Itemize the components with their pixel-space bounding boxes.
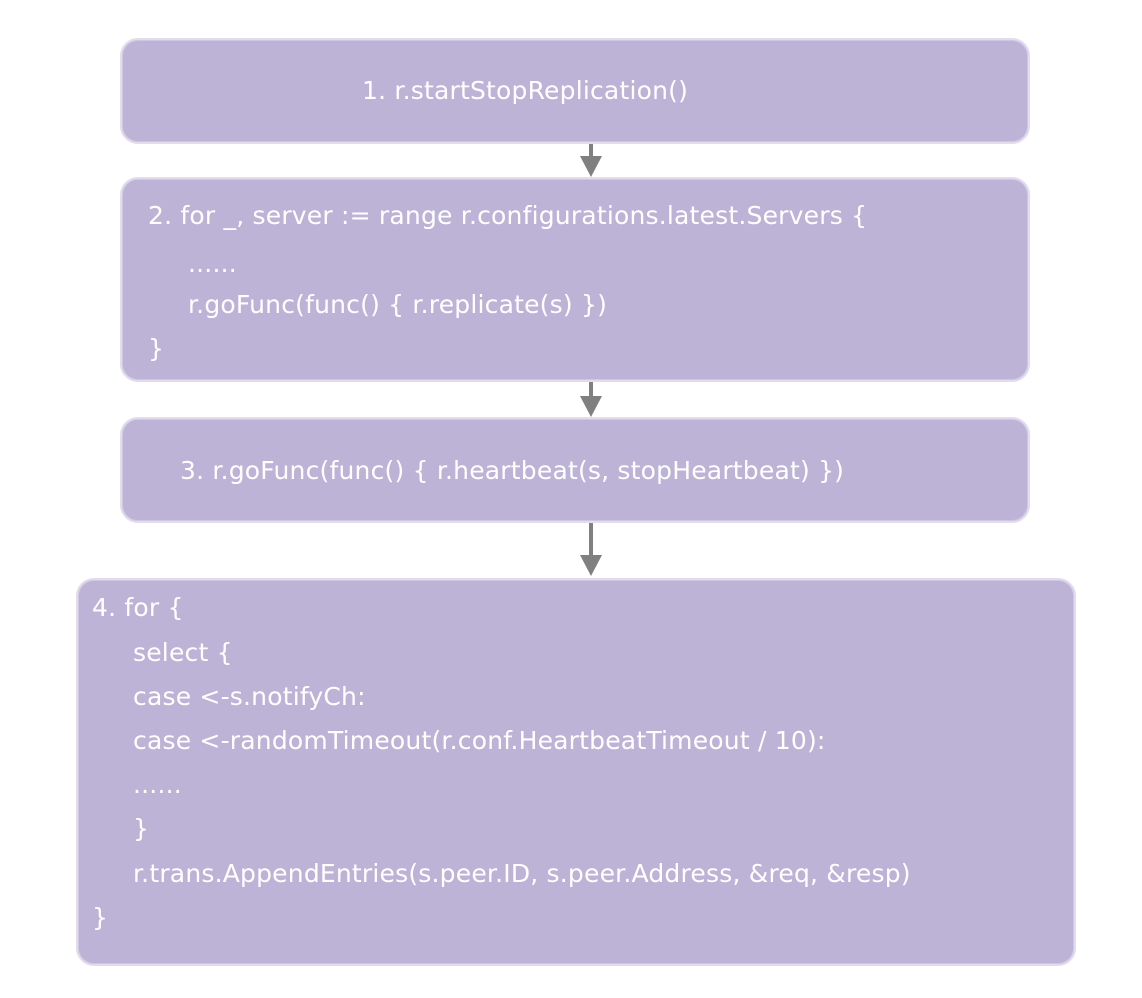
step-2-line-close: } (148, 334, 165, 363)
step-2-box: 2. for _, server := range r.configuratio… (120, 177, 1030, 382)
arrow-down-icon (580, 382, 602, 417)
step-2-line-ellipsis: ...... (188, 249, 237, 278)
step-4-line-ellipsis: ...... (133, 770, 182, 799)
step-2-line-gofunc: r.goFunc(func() { r.replicate(s) }) (188, 290, 608, 319)
arrow-down-icon (580, 523, 602, 576)
step-1-box: 1. r.startStopReplication() (120, 38, 1030, 144)
step-3-line: 3. r.goFunc(func() { r.heartbeat(s, stop… (180, 456, 845, 485)
step-4-box: 4. for { select { case <-s.notifyCh: cas… (76, 578, 1076, 966)
step-1-line: 1. r.startStopReplication() (362, 76, 689, 105)
step-4-line-case-timeout: case <-randomTimeout(r.conf.HeartbeatTim… (133, 726, 826, 755)
step-4-line-select: select { (133, 638, 233, 667)
step-4-line-close: } (92, 903, 109, 932)
arrow-down-icon (580, 144, 602, 177)
step-2-line-for: 2. for _, server := range r.configuratio… (148, 201, 868, 230)
step-3-box: 3. r.goFunc(func() { r.heartbeat(s, stop… (120, 417, 1030, 523)
step-4-line-for: 4. for { (92, 593, 184, 622)
step-4-line-append: r.trans.AppendEntries(s.peer.ID, s.peer.… (133, 859, 911, 888)
step-4-line-case-notify: case <-s.notifyCh: (133, 682, 366, 711)
step-4-line-select-close: } (133, 814, 150, 843)
